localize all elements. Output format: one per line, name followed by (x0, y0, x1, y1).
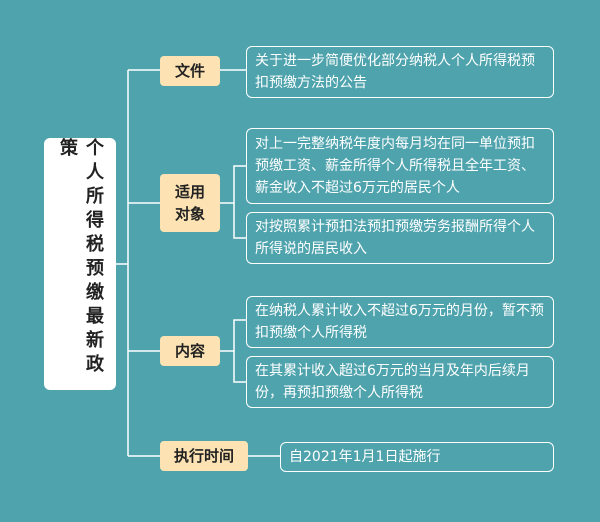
leaf-target-1: 对上一完整纳税年度内每月均在同一单位预扣预缴工资、薪金所得个人所得税且全年工资、… (246, 128, 554, 204)
leaf-file-title: 关于进一步简便优化部分纳税人个人所得税预扣预缴方法的公告 (246, 46, 554, 98)
leaf-text: 对按照累计预扣法预扣预缴劳务报酬所得个人所得说的居民收入 (255, 219, 535, 257)
category-target: 适用 对象 (160, 174, 220, 232)
leaf-text: 关于进一步简便优化部分纳税人个人所得税预扣预缴方法的公告 (255, 53, 535, 91)
category-content: 内容 (160, 336, 220, 366)
leaf-effective-date: 自2021年1月1日起施行 (280, 442, 554, 472)
leaf-target-2: 对按照累计预扣法预扣预缴劳务报酬所得个人所得说的居民收入 (246, 212, 554, 264)
root-node: 个人所得税预缴最新政策 (44, 138, 116, 390)
category-label: 内容 (174, 342, 205, 360)
category-label: 适用 对象 (174, 183, 205, 223)
leaf-content-2: 在其累计收入超过6万元的当月及年内后续月份，再预扣预缴个人所得税 (246, 356, 554, 408)
root-title: 个人所得税预缴最新政策 (57, 138, 104, 378)
category-effective-time: 执行时间 (160, 441, 248, 471)
leaf-content-1: 在纳税人累计收入不超过6万元的月份，暂不预扣预缴个人所得税 (246, 296, 554, 348)
category-label: 文件 (174, 62, 205, 80)
leaf-text: 自2021年1月1日起施行 (289, 449, 441, 465)
leaf-text: 对上一完整纳税年度内每月均在同一单位预扣预缴工资、薪金所得个人所得税且全年工资、… (255, 136, 535, 196)
leaf-text: 在纳税人累计收入不超过6万元的月份，暂不预扣预缴个人所得税 (255, 303, 544, 341)
category-file: 文件 (160, 56, 220, 86)
leaf-text: 在其累计收入超过6万元的当月及年内后续月份，再预扣预缴个人所得税 (255, 363, 530, 401)
category-label: 执行时间 (173, 447, 234, 465)
